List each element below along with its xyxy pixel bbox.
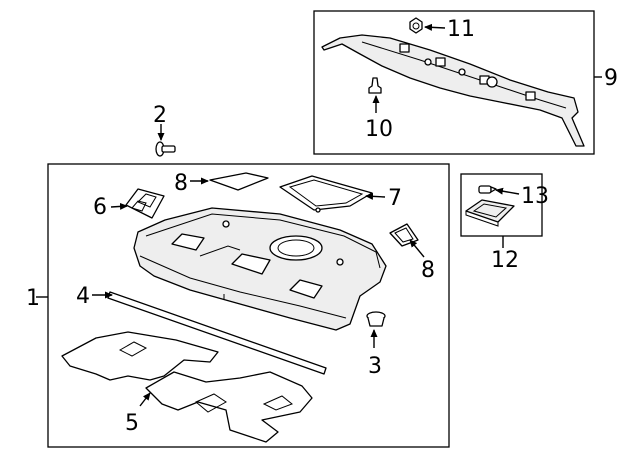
insulator-pad: [61, 331, 313, 443]
upper-panel-box: [313, 10, 595, 155]
push-pin-fastener: [368, 77, 382, 94]
switch-assembly: [125, 188, 165, 219]
lamp-bulb: [478, 185, 497, 194]
callout-11: 11: [447, 17, 475, 42]
callout-5: 5: [125, 411, 139, 436]
hex-nut-fastener: [409, 17, 423, 34]
callout-12: 12: [491, 248, 519, 273]
callout-9: 9: [604, 66, 618, 91]
lamp-box: [460, 173, 543, 237]
callout-2: 2: [153, 103, 167, 128]
upper-trim-panel: [321, 34, 585, 147]
callout-6: 6: [93, 195, 107, 220]
callout-7: 7: [388, 186, 402, 211]
clip-fastener: [366, 311, 386, 327]
leader-lines: [36, 23, 602, 407]
package-tray-panel: [133, 207, 387, 331]
callout-1: 1: [26, 286, 40, 311]
main-assembly-box: [47, 163, 450, 448]
callout-3: 3: [368, 354, 382, 379]
lamp-housing: [465, 199, 515, 227]
callout-8-right: 8: [421, 258, 435, 283]
callout-10: 10: [365, 117, 393, 142]
bolt-fastener: [155, 141, 176, 157]
speaker-grille: [279, 175, 373, 213]
callout-8-top: 8: [174, 171, 188, 196]
callout-13: 13: [521, 184, 549, 209]
small-cover-right: [389, 223, 419, 247]
callout-4: 4: [76, 284, 90, 309]
small-cover-top: [209, 172, 269, 191]
